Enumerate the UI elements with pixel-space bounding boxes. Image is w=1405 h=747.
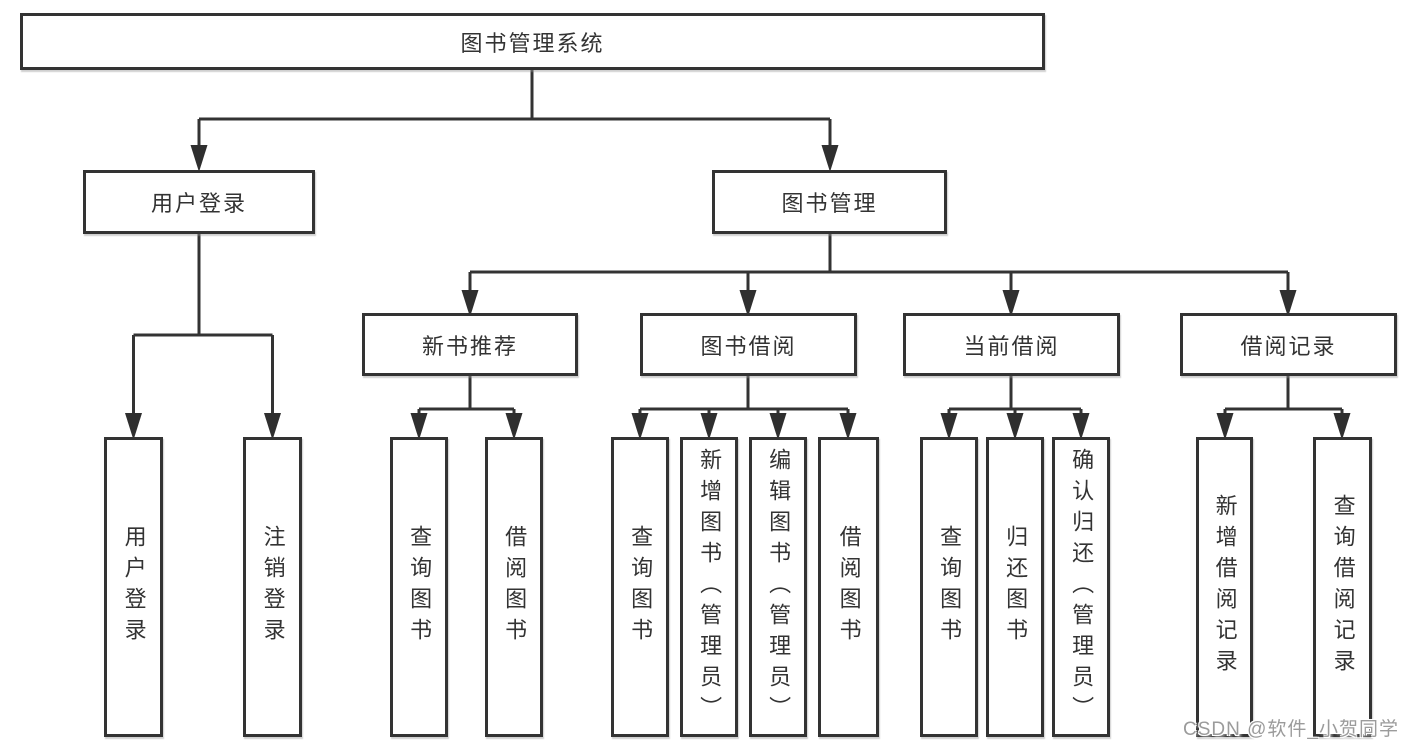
node-current-borrowing: 当前借阅: [903, 313, 1120, 376]
leaf-query-books-current: 查询图书: [920, 437, 978, 737]
arrowhead-icon: [461, 290, 479, 317]
arrowhead-icon: [821, 145, 839, 172]
arrowhead-icon: [1333, 413, 1351, 440]
leaf-confirm-return-admin: 确认归还（管理员）: [1052, 437, 1110, 737]
csdn-watermark: CSDN @软件_小贺同学: [1183, 719, 1399, 740]
leaf-borrow-books-recommend: 借阅图书: [485, 437, 543, 737]
node-root-system: 图书管理系统: [20, 13, 1045, 70]
arrowhead-icon: [125, 413, 142, 440]
leaf-return-books: 归还图书: [986, 437, 1044, 737]
arrowhead-icon: [700, 413, 718, 440]
leaf-edit-books-admin: 编辑图书（管理员）: [749, 437, 807, 737]
leaf-logout: 注销登录: [243, 437, 302, 737]
node-book-borrowing: 图书借阅: [640, 313, 857, 376]
arrowhead-icon: [410, 413, 428, 440]
leaf-add-borrow-record: 新增借阅记录: [1196, 437, 1253, 737]
arrowhead-icon: [264, 413, 281, 440]
node-borrowing-records: 借阅记录: [1180, 313, 1397, 376]
arrowhead-icon: [1006, 413, 1024, 440]
leaf-borrow-books: 借阅图书: [818, 437, 879, 737]
arrowhead-icon: [190, 145, 208, 172]
leaf-user-login: 用户登录: [104, 437, 163, 737]
arrowhead-icon: [1002, 290, 1020, 317]
node-new-book-recommendation: 新书推荐: [362, 313, 578, 376]
leaf-query-books-recommend: 查询图书: [390, 437, 448, 737]
arrowhead-icon: [940, 413, 958, 440]
arrowhead-icon: [739, 290, 757, 317]
arrowhead-icon: [1279, 290, 1297, 317]
node-user-login: 用户登录: [83, 170, 315, 234]
arrowhead-icon: [631, 413, 649, 440]
arrowhead-icon: [839, 413, 857, 440]
leaf-add-books-admin: 新增图书（管理员）: [680, 437, 738, 737]
arrowhead-icon: [505, 413, 523, 440]
arrowhead-icon: [1216, 413, 1234, 440]
leaf-query-books-borrow: 查询图书: [611, 437, 669, 737]
arrowhead-icon: [1072, 413, 1090, 440]
leaf-query-borrow-record: 查询借阅记录: [1313, 437, 1372, 737]
arrowhead-icon: [769, 413, 787, 440]
arrowheads: [125, 145, 1351, 440]
node-book-management: 图书管理: [712, 170, 947, 234]
